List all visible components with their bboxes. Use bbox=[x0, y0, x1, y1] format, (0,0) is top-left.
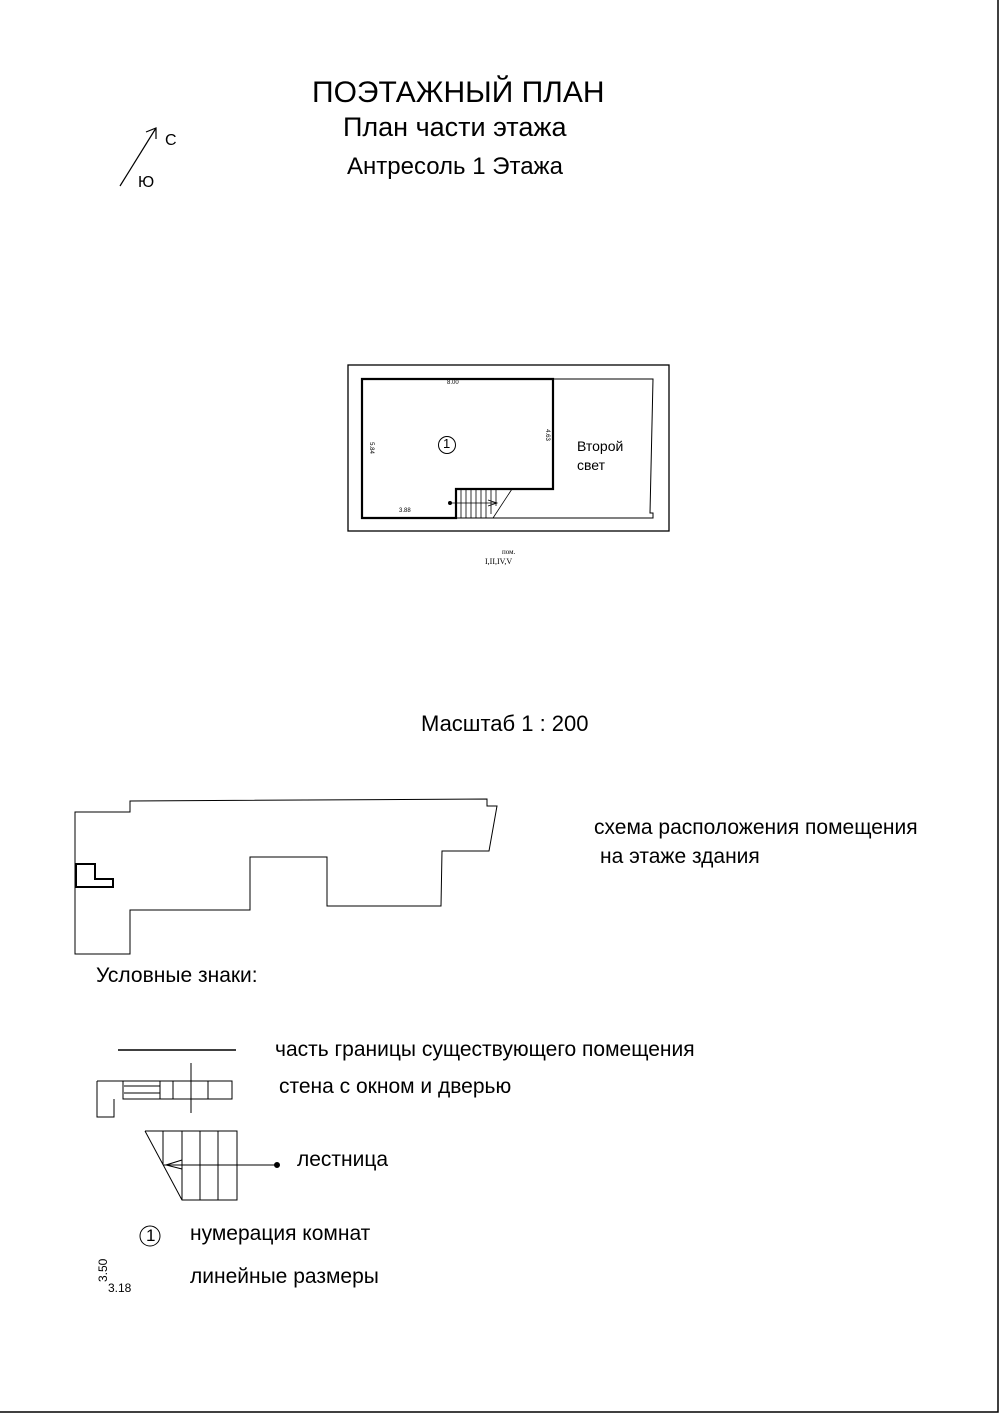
page-title: ПОЭТАЖНЫЙ ПЛАН bbox=[312, 76, 605, 109]
legend-dim-sample-a: 3.50 bbox=[96, 1258, 110, 1282]
schema-caption-2: на этаже здания bbox=[600, 845, 760, 868]
legend-title: Условные знаки: bbox=[96, 964, 258, 987]
room-number: 1 bbox=[443, 436, 451, 451]
stairs bbox=[450, 488, 513, 519]
compass-south-label: Ю bbox=[138, 174, 155, 191]
compass-arrow-icon bbox=[119, 127, 157, 187]
compass-north-label: С bbox=[165, 132, 177, 149]
legend-dim-sample-b: 3.18 bbox=[108, 1281, 132, 1295]
building-schema bbox=[74, 798, 498, 955]
dim-top: 8.00 bbox=[447, 380, 459, 386]
stairs-symbol bbox=[144, 1130, 280, 1201]
legend-item-stairs: лестница bbox=[297, 1148, 389, 1171]
legend-item-wall: стена с окном и дверью bbox=[279, 1075, 512, 1098]
legend-item-room-number: нумерация комнат bbox=[190, 1222, 371, 1245]
second-light-label-1: Второй bbox=[577, 438, 624, 454]
rooms-label: пом. bbox=[502, 548, 516, 556]
dim-left: 5.84 bbox=[367, 442, 374, 454]
legend-item-boundary: часть границы существующего помещения bbox=[275, 1038, 695, 1061]
legend-room-number-sample: 1 bbox=[146, 1226, 156, 1245]
legend-item-dimensions: линейные размеры bbox=[190, 1265, 379, 1288]
legend-symbols bbox=[96, 1049, 280, 1247]
page-subtitle: План части этажа bbox=[343, 112, 567, 142]
dim-right: 4.63 bbox=[543, 429, 550, 441]
floor-plan bbox=[347, 364, 670, 532]
rooms-list: I,II,IV,V bbox=[485, 557, 513, 566]
second-light-label-2: свет bbox=[577, 457, 606, 473]
scale-label: Масштаб 1 : 200 bbox=[421, 711, 589, 736]
wall-window-door-symbol bbox=[96, 1063, 233, 1118]
schema-caption-1: схема расположения помещения bbox=[594, 816, 918, 839]
dim-bottom: 3.88 bbox=[399, 508, 411, 514]
floor-name: Антресоль 1 Этажа bbox=[347, 153, 563, 180]
room-number-symbol bbox=[139, 1225, 161, 1247]
